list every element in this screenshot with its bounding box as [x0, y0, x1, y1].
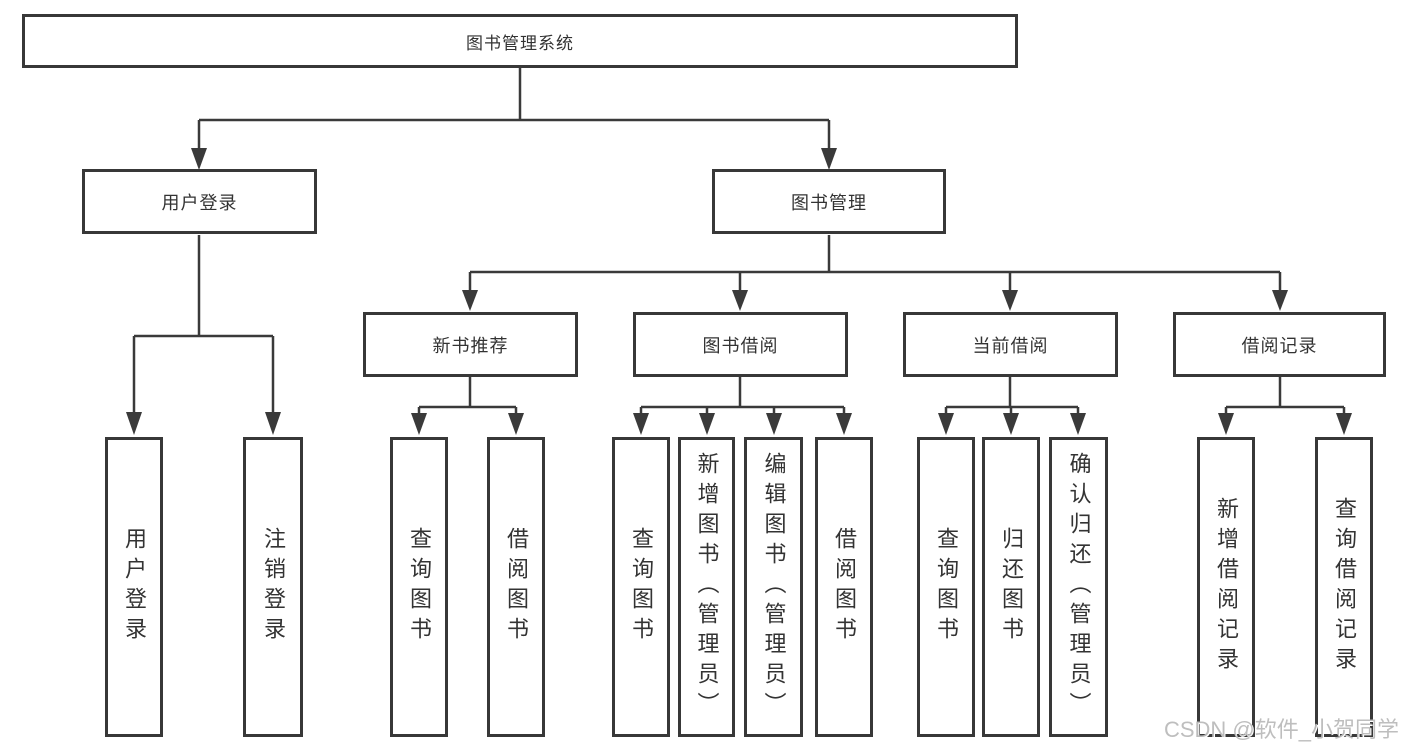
- node-current-borrow-label: 当前借阅: [972, 335, 1049, 356]
- leaf-query-borrow-record: 查询借阅记录: [1315, 437, 1373, 737]
- leaf-confirm-return-admin: 确认归还（管理员）: [1049, 437, 1108, 737]
- leaf-user-login-label: 用户登录: [122, 527, 147, 647]
- node-book-borrow-label: 图书借阅: [702, 335, 779, 356]
- connector-lines: [132, 68, 1346, 417]
- leaf-recommend-query-books: 查询图书: [390, 437, 448, 737]
- watermark: CSDN @软件_小贺同学: [1163, 717, 1399, 742]
- node-borrow-record: 借阅记录: [1173, 312, 1386, 377]
- leaf-borrow-books: 借阅图书: [815, 437, 873, 737]
- node-current-borrow: 当前借阅: [903, 312, 1118, 377]
- leaf-add-books-admin: 新增图书（管理员）: [678, 437, 735, 737]
- leaf-recommend-borrow-books-label: 借阅图书: [504, 527, 529, 647]
- leaf-add-borrow-record: 新增借阅记录: [1197, 437, 1255, 737]
- leaf-recommend-query-books-label: 查询图书: [407, 527, 432, 647]
- leaf-return-books-label: 归还图书: [999, 527, 1024, 647]
- leaf-current-query-books-label: 查询图书: [934, 527, 959, 647]
- leaf-current-query-books: 查询图书: [917, 437, 975, 737]
- node-new-book-recommend-label: 新书推荐: [432, 335, 509, 356]
- node-user-login: 用户登录: [82, 169, 317, 234]
- node-borrow-record-label: 借阅记录: [1241, 335, 1318, 356]
- leaf-confirm-return-admin-label: 确认归还（管理员）: [1066, 452, 1092, 722]
- node-book-management-label: 图书管理: [791, 192, 867, 213]
- leaf-logout-label: 注销登录: [261, 527, 286, 647]
- leaf-borrow-books-label: 借阅图书: [832, 527, 857, 647]
- leaf-add-borrow-record-label: 新增借阅记录: [1214, 497, 1239, 677]
- node-root-label: 图书管理系统: [466, 33, 574, 53]
- leaf-borrow-query-books: 查询图书: [612, 437, 670, 737]
- node-book-borrow: 图书借阅: [633, 312, 848, 377]
- leaf-add-books-admin-label: 新增图书（管理员）: [694, 452, 720, 722]
- leaf-user-login: 用户登录: [105, 437, 163, 737]
- node-new-book-recommend: 新书推荐: [363, 312, 578, 377]
- node-book-management: 图书管理: [712, 169, 946, 234]
- leaf-return-books: 归还图书: [982, 437, 1040, 737]
- arrowheads: [126, 148, 1352, 435]
- leaf-logout: 注销登录: [243, 437, 303, 737]
- leaf-edit-books-admin-label: 编辑图书（管理员）: [761, 452, 787, 722]
- node-user-login-label: 用户登录: [161, 192, 238, 213]
- node-root: 图书管理系统: [22, 14, 1018, 68]
- leaf-edit-books-admin: 编辑图书（管理员）: [744, 437, 803, 737]
- leaf-borrow-query-books-label: 查询图书: [629, 527, 654, 647]
- leaf-recommend-borrow-books: 借阅图书: [487, 437, 545, 737]
- leaf-query-borrow-record-label: 查询借阅记录: [1332, 497, 1357, 677]
